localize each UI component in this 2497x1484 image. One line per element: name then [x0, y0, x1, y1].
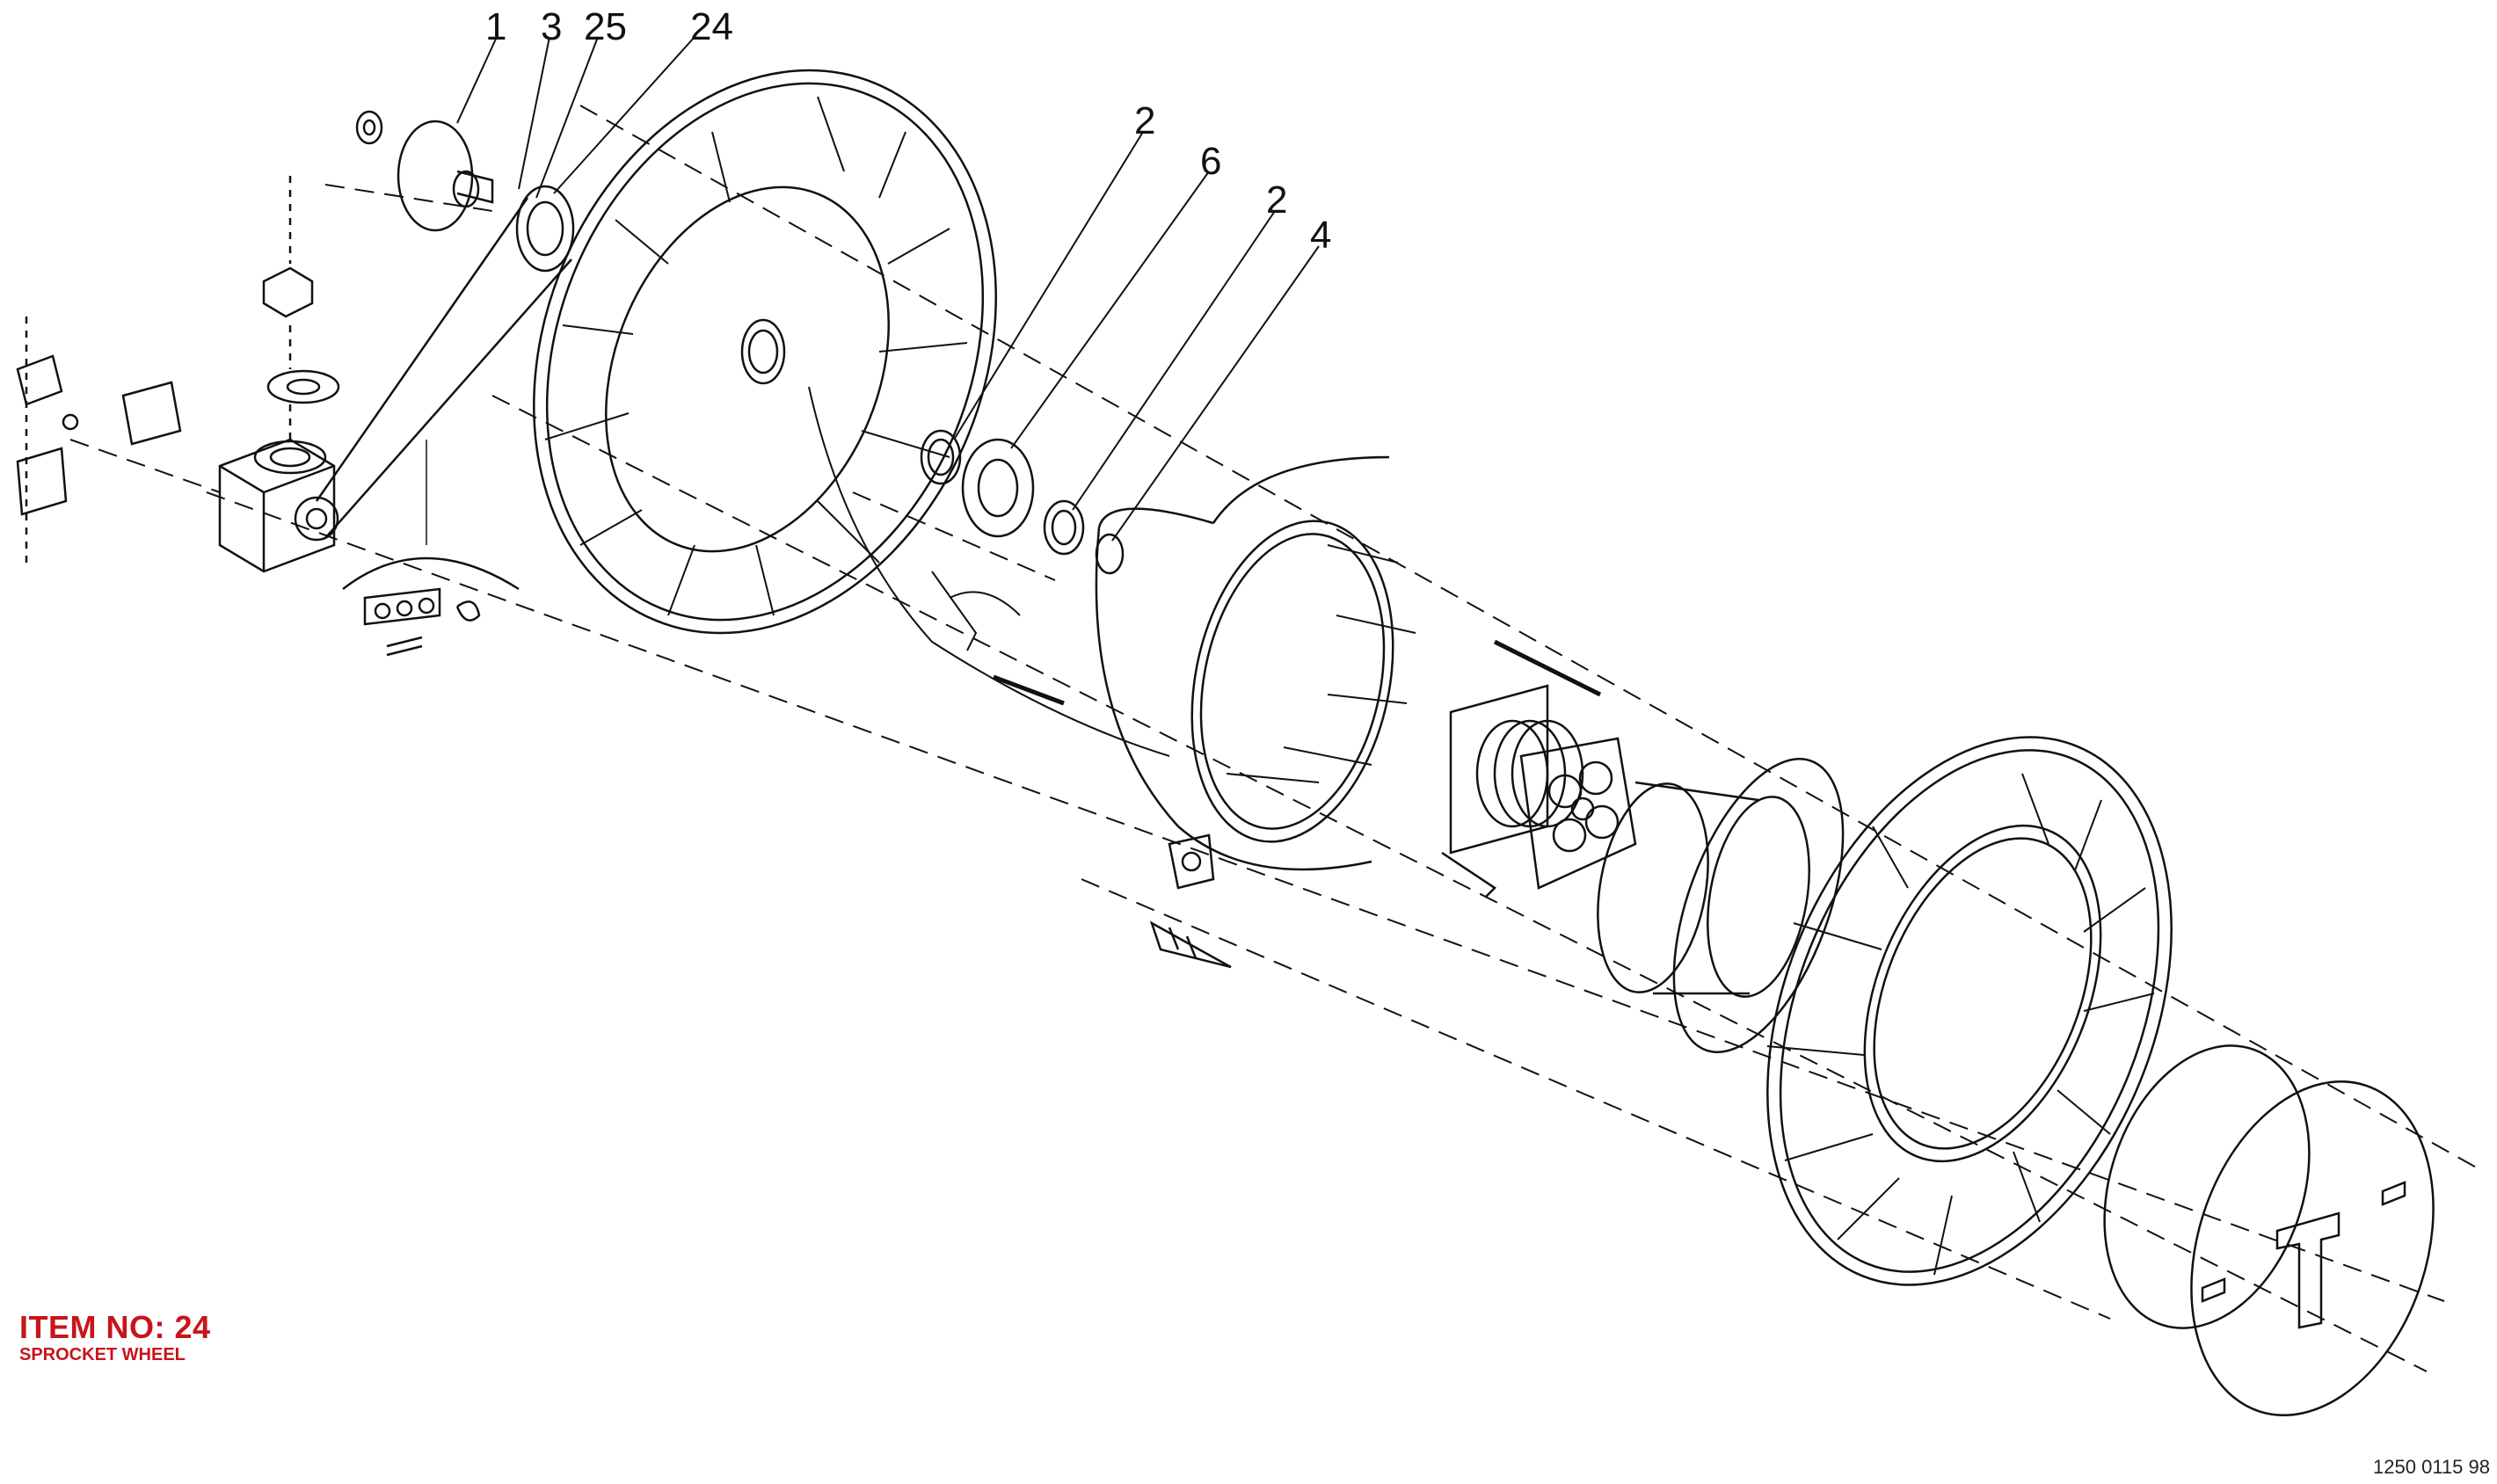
shaft-flange-assembly: [355, 110, 575, 273]
bearing-parts: [920, 429, 1125, 575]
callout-leaders: [456, 36, 1320, 542]
item-number-label: ITEM NO: 24: [19, 1309, 211, 1345]
callout-24: 24: [690, 5, 733, 48]
callout-labels: 1 3 25 24 2 6 2 4: [485, 5, 1331, 257]
item-info: ITEM NO: 24 SPROCKET WHEEL: [19, 1309, 211, 1365]
assembly-axis-lines: [69, 105, 2480, 1372]
callout-1: 1: [485, 5, 506, 48]
callout-2-upper: 2: [1134, 99, 1155, 142]
drum-flange-right: [1766, 736, 2173, 1286]
drum-cylinder: [1095, 455, 1416, 871]
inner-drum-ring: [1597, 758, 1845, 1053]
document-number: 1250 0115 98: [2373, 1456, 2490, 1478]
drum-flange-left: [533, 69, 997, 635]
end-cover-disc: [2103, 1044, 2435, 1417]
callout-2-lower: 2: [1266, 178, 1287, 222]
callout-3: 3: [541, 5, 562, 48]
callout-6: 6: [1200, 140, 1221, 183]
drive-chain: [315, 197, 572, 539]
callout-25: 25: [584, 5, 627, 48]
item-description: SPROCKET WHEEL: [19, 1345, 186, 1364]
chain-detail-inset: [342, 440, 520, 657]
callout-4: 4: [1310, 214, 1331, 257]
cable: [808, 386, 1602, 757]
slip-ring-assembly: [1441, 684, 1637, 898]
junction-box-and-gland: [1149, 833, 1232, 969]
drive-motor-assembly: [16, 176, 340, 573]
